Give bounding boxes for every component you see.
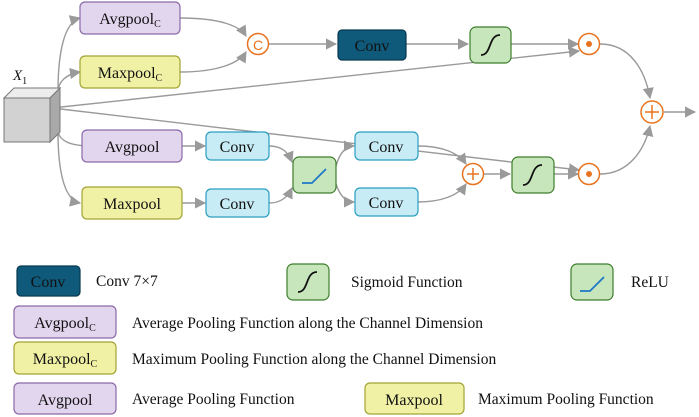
legend-avgpool-c-desc: Average Pooling Function along the Chann… [132,315,483,332]
sigmoid-icon [511,156,555,194]
avgpool-c-label: Avgpool [99,11,154,28]
maxpool-c-subscript: C [156,73,163,84]
maxpool-label: Maxpool [103,196,161,213]
legend: Conv Conv 7×7 Sigmoid Function ReLU Avgp… [13,263,669,415]
maxpool-box: Maxpool [81,186,183,220]
legend-conv-key [16,265,81,297]
arrow-multiply-bottom-to-add [599,124,654,175]
arrow-multiply-top-to-add [599,43,654,100]
connector-arrows [51,15,697,209]
legend-sigmoid-desc: Sigmoid Function [351,274,463,291]
avgpool-c-subscript: C [154,19,161,30]
input-label: X1 [12,68,27,87]
conv-d-label: Conv [369,195,404,212]
legend-maxpool-desc: Maximum Pooling Function [478,391,654,408]
avgpool-label: Avgpool [105,139,160,156]
legend-avgpool-c-key [13,305,117,339]
plus-icon [461,162,485,186]
legend-maxpool-key [364,382,465,415]
conv-d-box: Conv [354,187,419,217]
conv-a-label: Conv [220,139,255,156]
arrow-conv-d-to-add [417,183,467,203]
svg-text:MaxpoolC: MaxpoolC [98,65,163,84]
arrow-input-to-maxpool-c [57,67,82,93]
legend-conv-key-label: Conv [31,274,66,291]
conv-b-label: Conv [220,196,255,213]
concat-node: C [246,32,270,56]
arrow-conv-b-to-relu [268,186,293,204]
maxpool-c-box: MaxpoolC [79,55,181,89]
svg-text:AvgpoolC: AvgpoolC [99,11,161,30]
legend-maxpool-c-desc: Maximum Pooling Function along the Chann… [132,351,496,368]
svg-text:AvgpoolC: AvgpoolC [34,315,96,334]
input-cube [2,86,62,144]
arrow-conv-a-to-relu [268,145,294,164]
sigmoid-icon [286,263,330,301]
legend-relu-desc: ReLU [631,274,669,291]
legend-avgpool-key [13,382,117,415]
legend-maxpool-c-subscript: C [91,359,98,370]
conv7-box: Conv [337,29,407,61]
concat-symbol: C [253,37,263,53]
legend-maxpool-c-label: Maxpool [33,351,91,368]
arrow-input-to-maxpool [57,131,82,207]
legend-avgpool-key-label: Avgpool [38,392,93,409]
legend-maxpool-c-key [13,341,117,375]
maxpool-c-label: Maxpool [98,65,156,82]
relu-icon [570,263,614,301]
avgpool-box: Avgpool [81,129,183,163]
conv-c-label: Conv [369,139,404,156]
arrow-maxpool-c-to-concat [179,51,247,73]
plus-icon [640,100,664,124]
legend-avgpool-c-subscript: C [89,323,96,334]
relu-icon [292,156,337,194]
legend-avgpool-desc: Average Pooling Function [132,391,295,408]
conv-c-box: Conv [354,131,419,161]
avgpool-c-box: AvgpoolC [79,1,181,35]
arrow-conv-c-to-add [417,145,467,165]
conv-b-box: Conv [205,188,270,218]
arrow-relu-to-conv-c [335,140,356,167]
legend-avgpool-c-label: Avgpool [34,315,89,332]
legend-conv-desc: Conv 7×7 [96,273,158,290]
multiply-dot-icon [577,162,601,186]
svg-text:MaxpoolC: MaxpoolC [33,351,98,370]
conv7-label: Conv [355,38,390,55]
arrow-input-to-multiply-bottom [51,107,581,175]
arrow-relu-to-conv-d [335,183,356,208]
sigmoid-icon [469,26,512,64]
legend-maxpool-key-label: Maxpool [385,392,443,409]
conv-a-box: Conv [205,131,270,161]
arrow-avgpool-c-to-concat [179,17,247,37]
multiply-dot-icon [577,32,601,56]
arrow-input-to-avgpool-c [57,15,82,93]
